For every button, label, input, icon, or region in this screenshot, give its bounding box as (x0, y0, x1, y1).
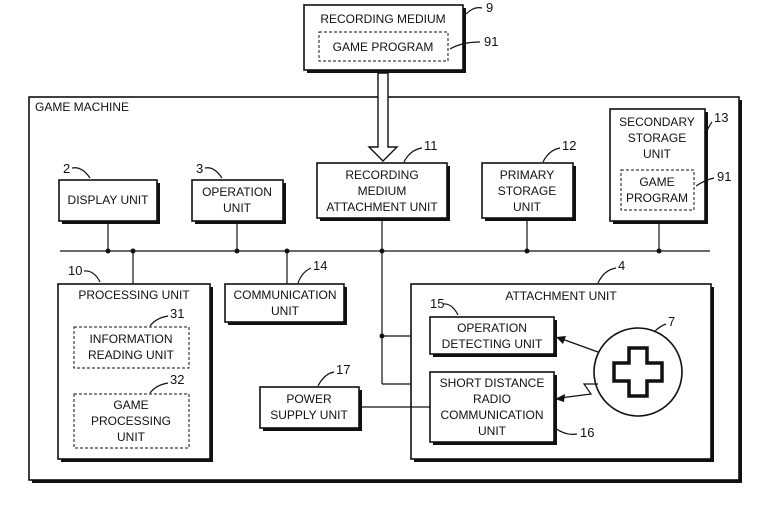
dpad-icon (612, 346, 664, 398)
primary-storage-unit: PRIMARY STORAGE UNIT 12 (481, 138, 576, 221)
processing-unit-label: PROCESSING UNIT (78, 288, 190, 302)
ref-12: 12 (562, 138, 576, 153)
sdr-unit-line1: SHORT DISTANCE (440, 376, 545, 390)
leader-13 (705, 121, 713, 134)
communication-unit-line2: UNIT (271, 304, 300, 318)
leader-7 (653, 323, 667, 333)
secondary-storage-unit: SECONDARY STORAGE UNIT GAME PROGRAM 13 9… (609, 108, 731, 224)
leader-91-top (449, 41, 481, 50)
sdr-unit-line4: UNIT (478, 424, 507, 438)
game-processing-line1: GAME (113, 398, 148, 412)
rma-unit-line1: RECORDING (345, 168, 418, 182)
ref-91-top: 91 (484, 34, 498, 49)
leader-16 (554, 427, 578, 435)
leader-3 (204, 167, 223, 179)
secondary-program-line2: PROGRAM (626, 191, 688, 205)
rma-unit-line2: MEDIUM (358, 184, 407, 198)
short-distance-radio-unit: SHORT DISTANCE RADIO COMMUNICATION UNIT … (429, 371, 594, 445)
recording-medium: RECORDING MEDIUM GAME PROGRAM 9 91 (303, 0, 498, 73)
ref-10: 10 (68, 263, 82, 278)
ref-31: 31 (170, 306, 184, 321)
ref-15: 15 (430, 296, 444, 311)
radio-arrowhead (555, 394, 565, 402)
ref-9: 9 (486, 0, 493, 15)
secondary-storage-line1: SECONDARY (619, 115, 695, 129)
power-supply-unit: POWER SUPPLY UNIT 17 (259, 362, 430, 431)
ref-17: 17 (336, 362, 350, 377)
information-reading-unit-box (73, 326, 190, 369)
recording-medium-game-program-label: GAME PROGRAM (333, 40, 434, 54)
ref-3: 3 (196, 161, 203, 176)
operation-detecting-line2: DETECTING UNIT (442, 337, 543, 351)
leader-31 (149, 315, 169, 327)
primary-storage-line2: STORAGE (498, 184, 556, 198)
power-supply-line1: POWER (286, 392, 332, 406)
secondary-storage-line3: UNIT (643, 147, 672, 161)
ref-32: 32 (170, 372, 184, 387)
radio-zigzag (559, 383, 598, 399)
leader-17 (317, 371, 335, 387)
processing-unit: PROCESSING UNIT 10 INFORMATION READING U… (57, 263, 213, 462)
recording-medium-game-program-box (318, 31, 449, 62)
operation-unit-line1: OPERATION (202, 185, 272, 199)
ref-11: 11 (424, 138, 438, 153)
ref-16: 16 (580, 425, 594, 440)
game-machine-label: GAME MACHINE (35, 100, 129, 114)
communication-unit: COMMUNICATION UNIT 14 (224, 258, 347, 325)
leader-10 (83, 270, 101, 283)
primary-storage-line3: UNIT (513, 200, 542, 214)
information-reading-line1: INFORMATION (89, 332, 172, 346)
ref-14: 14 (313, 258, 327, 273)
controller-to-detecting-arrowhead (556, 336, 566, 344)
recording-medium-attachment-unit: RECORDING MEDIUM ATTACHMENT UNIT 11 (316, 138, 450, 221)
sdr-unit-line3: COMMUNICATION (440, 408, 543, 422)
bus-connections (105, 218, 662, 385)
leader-9 (465, 7, 483, 15)
leader-32 (149, 382, 169, 394)
power-supply-line2: SUPPLY UNIT (270, 408, 348, 422)
secondary-game-program-box (620, 169, 695, 211)
game-processing-unit-box (73, 393, 190, 449)
ref-7: 7 (668, 314, 675, 329)
game-processing-line2: PROCESSING (91, 414, 171, 428)
operation-unit-line2: UNIT (223, 201, 252, 215)
ref-4: 4 (618, 258, 625, 273)
sdr-unit-line2: RADIO (473, 392, 511, 406)
controller-to-detecting-arrow (561, 338, 599, 353)
primary-storage-line1: PRIMARY (500, 168, 554, 182)
attachment-unit-label: ATTACHMENT UNIT (505, 289, 617, 303)
leader-12 (542, 147, 561, 163)
insert-arrow (367, 72, 399, 162)
leader-4 (597, 267, 617, 284)
operation-detecting-unit: OPERATION DETECTING UNIT 15 (429, 296, 557, 357)
controller: 7 (555, 314, 683, 417)
operation-detecting-line1: OPERATION (457, 321, 527, 335)
display-unit-label: DISPLAY UNIT (68, 193, 150, 207)
leader-91-secondary (695, 177, 715, 187)
ref-91-secondary: 91 (717, 169, 731, 184)
recording-medium-label: RECORDING MEDIUM (320, 12, 445, 26)
leader-11 (403, 147, 423, 163)
game-processing-line3: UNIT (117, 430, 146, 444)
secondary-program-line1: GAME (639, 175, 674, 189)
rma-unit-line3: ATTACHMENT UNIT (326, 200, 438, 214)
leader-15 (442, 303, 459, 316)
ref-13: 13 (714, 110, 728, 125)
leader-14 (297, 267, 312, 284)
leader-2 (71, 167, 91, 179)
ref-2: 2 (63, 161, 70, 176)
secondary-storage-line2: STORAGE (628, 131, 686, 145)
information-reading-line2: READING UNIT (88, 348, 175, 362)
communication-unit-line1: COMMUNICATION (233, 288, 336, 302)
